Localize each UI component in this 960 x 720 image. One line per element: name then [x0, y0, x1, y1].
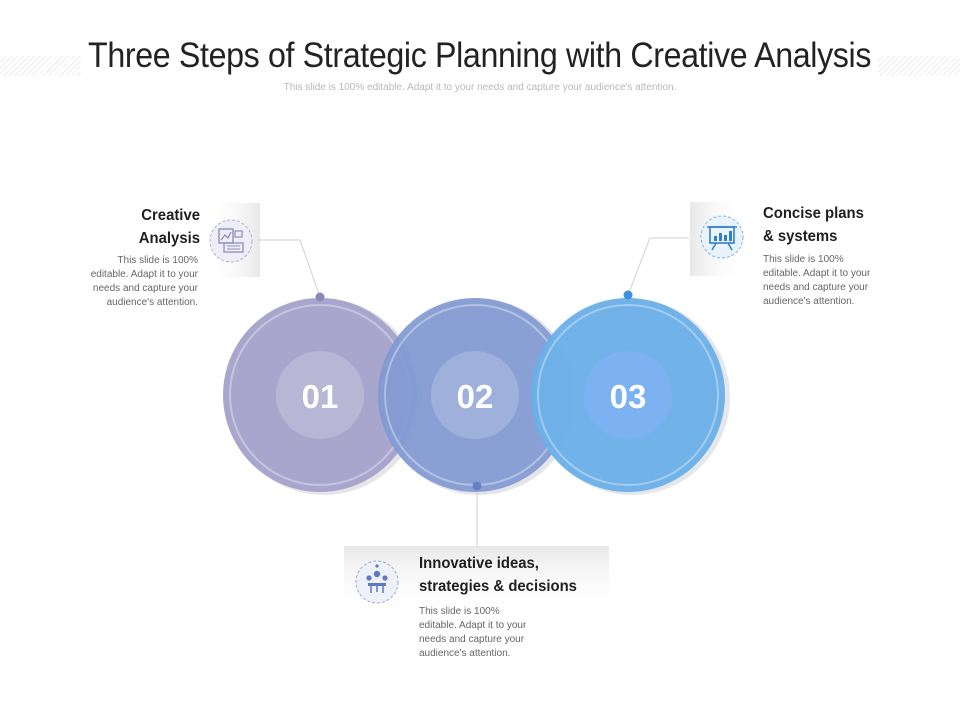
step1-connector — [258, 239, 321, 298]
step1-number: 01 — [302, 378, 339, 415]
step2-number: 02 — [457, 378, 494, 415]
step1-title: Creative Analysis — [138, 207, 200, 247]
step3-connector — [627, 237, 689, 296]
page-subtitle: This slide is 100% editable. Adapt it to… — [283, 82, 677, 93]
step1-circle — [223, 298, 417, 492]
step2-number-disc — [431, 351, 519, 439]
step1-description: This slide is 100% editable. Adapt it to… — [90, 255, 198, 308]
step3-number: 03 — [610, 378, 647, 415]
step3-title: Concise plans & systems — [763, 205, 864, 245]
presentation-board-icon — [700, 215, 744, 259]
step1-number-disc — [276, 351, 364, 439]
step2-connector-dot — [472, 481, 482, 491]
step2-description: This slide is 100% editable. Adapt it to… — [419, 606, 527, 659]
step3-connector-dot — [623, 290, 633, 300]
step2-circle — [378, 298, 572, 492]
analysis-dashboard-icon — [209, 219, 253, 263]
step3-description: This slide is 100% editable. Adapt it to… — [763, 254, 871, 307]
page-title: Three Steps of Strategic Planning with C… — [0, 36, 960, 76]
step3-number-disc — [584, 351, 672, 439]
step2-title: Innovative ideas, strategies & decisions — [419, 555, 577, 595]
team-meeting-icon — [355, 560, 399, 604]
step1-connector-dot — [315, 292, 325, 302]
